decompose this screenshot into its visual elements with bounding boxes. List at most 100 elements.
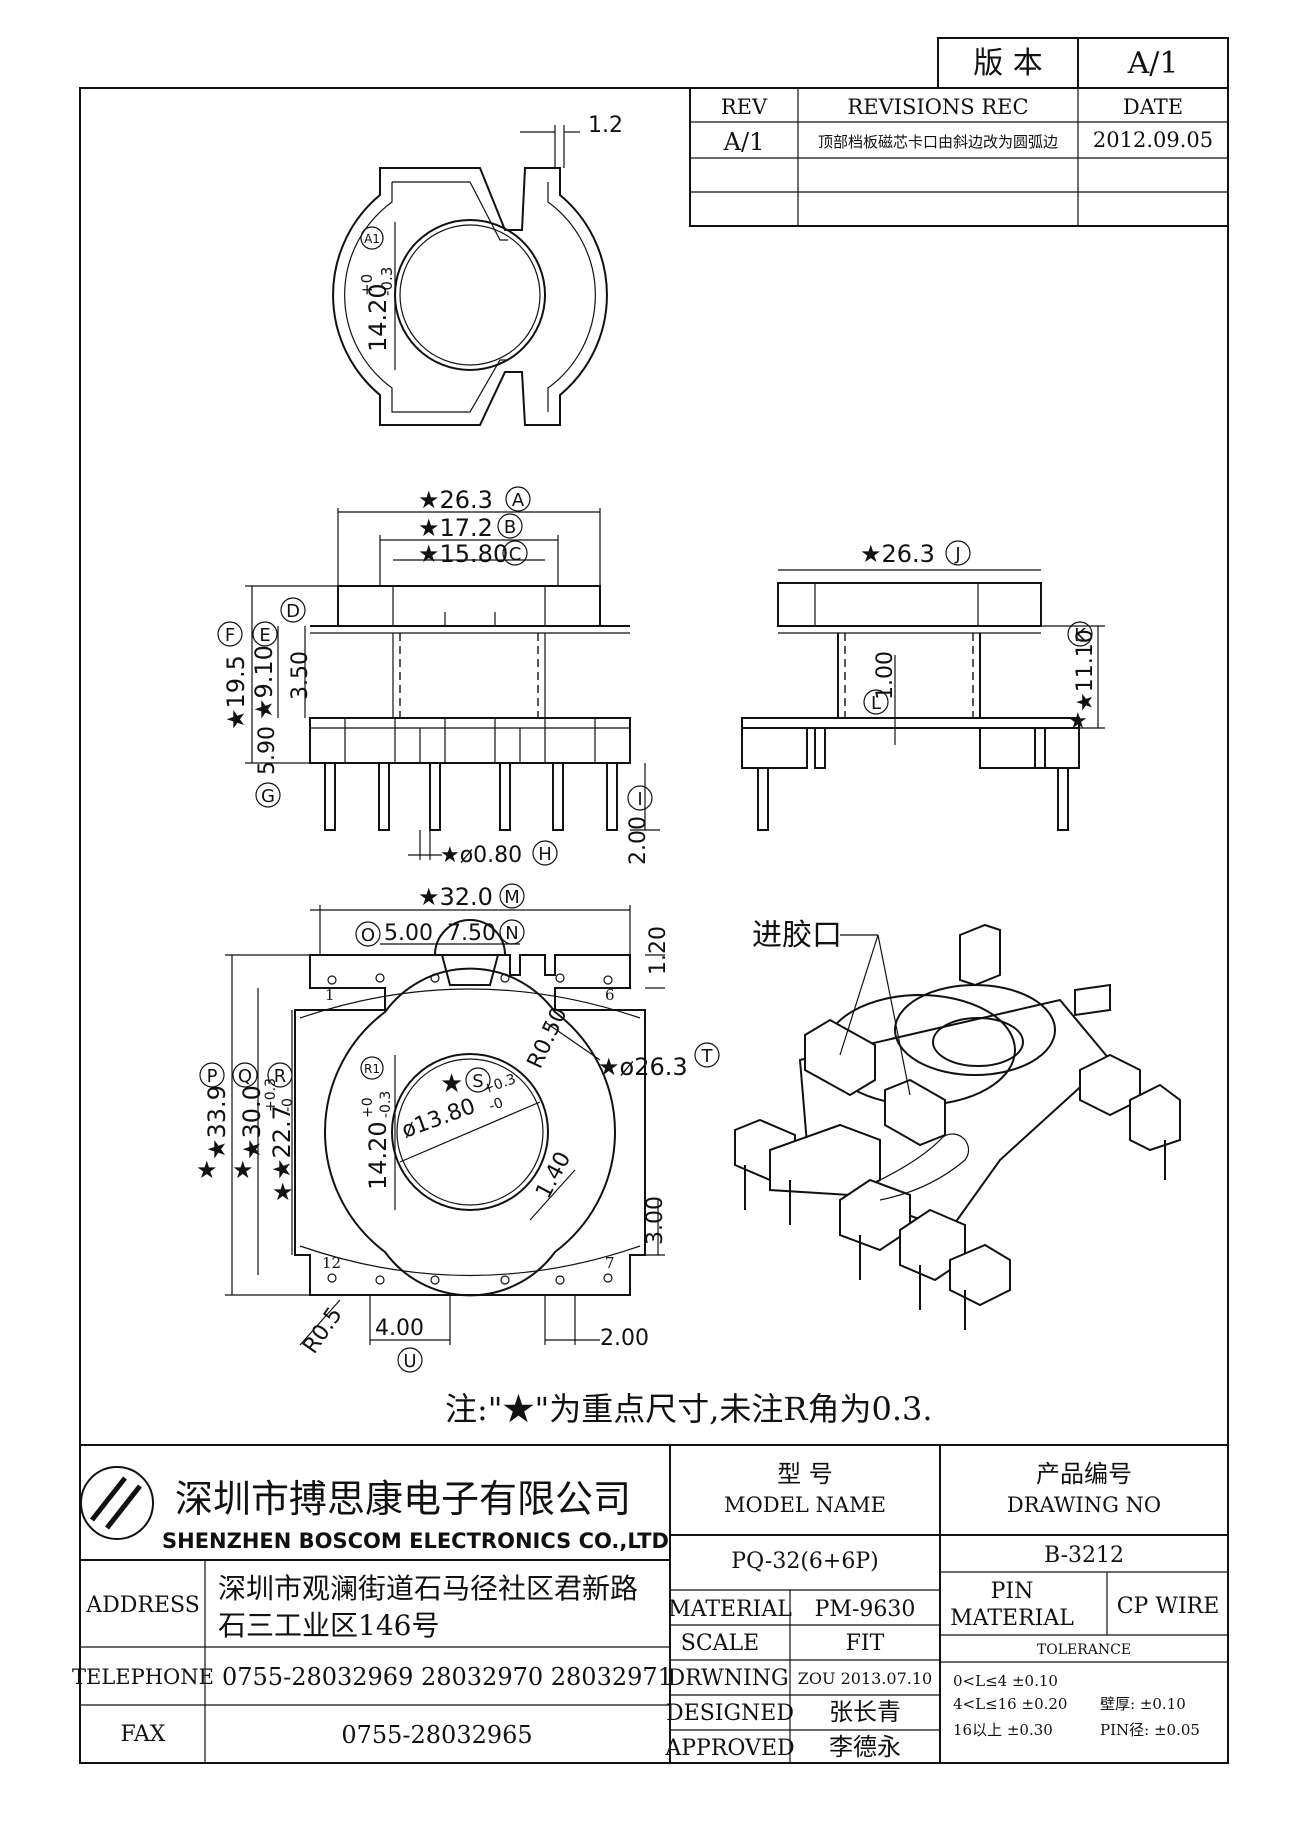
rev-cell: A/1 bbox=[723, 128, 765, 156]
tag-H: H bbox=[538, 844, 552, 865]
star-Q: ★ bbox=[232, 1156, 254, 1184]
company-name-en: SHENZHEN BOSCOM ELECTRONICS CO.,LTD bbox=[162, 1529, 669, 1553]
dim-O: 5.00 bbox=[384, 921, 433, 946]
telephone-label: TELEPHONE bbox=[72, 1665, 214, 1689]
tag-O: O bbox=[361, 925, 375, 946]
tag-S: S bbox=[472, 1071, 483, 1092]
address-line-1: 深圳市观澜街道石马径社区君新路 bbox=[218, 1572, 638, 1605]
model-name-en: MODEL NAME bbox=[724, 1493, 886, 1517]
tag-G: G bbox=[261, 786, 275, 807]
star-K: ★ bbox=[1068, 709, 1088, 734]
tag-D: D bbox=[286, 601, 300, 622]
pin-material-label-2: MATERIAL bbox=[950, 1606, 1074, 1631]
approved-label: APPROVED bbox=[664, 1736, 794, 1761]
star-P: ★ bbox=[196, 1156, 218, 1184]
fax-label: FAX bbox=[121, 1722, 166, 1747]
telephone-value: 0755-28032969 28032970 28032971 bbox=[222, 1663, 673, 1691]
rev-header: REV bbox=[721, 95, 768, 119]
drawing-value: ZOU 2013.07.10 bbox=[798, 1669, 932, 1688]
tag-K: K bbox=[1074, 625, 1087, 646]
iso-label: 进胶口 bbox=[752, 918, 842, 953]
tag-E: E bbox=[259, 625, 270, 646]
dim-S: ø13.80 bbox=[399, 1094, 479, 1144]
dim-T: ★ø26.3 bbox=[598, 1053, 688, 1081]
dim-G: 5.90 bbox=[255, 726, 280, 775]
tolerance-2: 4<L≤16 ±0.20 bbox=[953, 1695, 1067, 1713]
title-block: 深圳市搏思康电子有限公司 SHENZHEN BOSCOM ELECTRONICS… bbox=[72, 1444, 1228, 1763]
company-logo bbox=[80, 1466, 154, 1540]
dim-H: ★ø0.80 bbox=[440, 843, 522, 868]
drawing-no-value: B-3212 bbox=[1044, 1543, 1124, 1568]
tag-R1: R1 bbox=[364, 1062, 380, 1076]
tag-I: I bbox=[637, 789, 642, 810]
drawing-no-cn: 产品编号 bbox=[1036, 1460, 1132, 1488]
tag-T: T bbox=[701, 1046, 714, 1067]
dim-bottom-bore-tol-lower: -0.3 bbox=[378, 1091, 394, 1118]
fax-value: 0755-28032965 bbox=[341, 1721, 532, 1749]
tag-L: L bbox=[871, 693, 881, 714]
sheet-border bbox=[79, 87, 1229, 1764]
pin-material-value: CP WIRE bbox=[1117, 1594, 1220, 1619]
pin-7: 7 bbox=[605, 1254, 615, 1272]
dim-top-bore-tol-upper: +0 bbox=[358, 274, 376, 296]
dim-top-bore: 14.20 bbox=[364, 283, 392, 352]
dim-wall: 1.2 bbox=[588, 113, 623, 138]
scale-value: FIT bbox=[846, 1631, 885, 1656]
pin-1: 1 bbox=[325, 986, 335, 1004]
bottom-view: ★32.0 M O 5.00 7.50 N 1.20 ★33.9 P ★ ★30… bbox=[196, 883, 720, 1373]
dim-R-tol-lower: -0 bbox=[280, 1098, 296, 1112]
dim-120: 1.20 bbox=[646, 926, 671, 975]
star-S: ★ bbox=[440, 1069, 463, 1099]
dim-U: 4.00 bbox=[375, 1316, 424, 1341]
pin-material-label-1: PIN bbox=[991, 1579, 1034, 1604]
top-view: 1.2 14.20 +0 -0.3 A1 bbox=[332, 113, 623, 426]
dim-A: ★26.3 bbox=[418, 486, 493, 514]
star-R: ★ bbox=[272, 1178, 294, 1206]
date-header: DATE bbox=[1123, 95, 1183, 119]
dim-M: ★32.0 bbox=[418, 883, 493, 911]
tolerance-3: 16以上 ±0.30 bbox=[953, 1721, 1053, 1739]
dim-S-tol-lower: -0 bbox=[487, 1095, 506, 1115]
dim-K: ★11.10 bbox=[1073, 629, 1098, 712]
tolerance-label: TOLERANCE bbox=[1037, 1642, 1131, 1658]
tag-B: B bbox=[504, 517, 516, 538]
pin-12: 12 bbox=[322, 1254, 341, 1272]
side-view: ★26.3 J ★11.10 K ★ 1.00 L bbox=[741, 540, 1105, 831]
company-name-cn: 深圳市搏思康电子有限公司 bbox=[175, 1477, 631, 1521]
tag-F: F bbox=[225, 625, 235, 646]
tag-A1: A1 bbox=[364, 232, 380, 246]
drawing-label: DRWNING bbox=[667, 1666, 788, 1691]
material-value: PM-9630 bbox=[815, 1597, 916, 1622]
model-value: PQ-32(6+6P) bbox=[731, 1549, 878, 1574]
version-label: 版 本 bbox=[973, 46, 1043, 81]
dim-top-bore-tol-lower: -0.3 bbox=[378, 267, 396, 296]
dim-bottom-bore-tol-upper: +0 bbox=[360, 1097, 376, 1118]
dim-B: ★17.2 bbox=[418, 514, 493, 542]
dim-P: ★33.9 bbox=[203, 1085, 231, 1160]
tag-P: P bbox=[207, 1066, 218, 1087]
tag-Q: Q bbox=[238, 1066, 252, 1087]
address-line-2: 石三工业区146号 bbox=[218, 1609, 439, 1642]
tag-A: A bbox=[512, 490, 525, 511]
tag-N: N bbox=[505, 923, 518, 944]
approved-value: 李德永 bbox=[829, 1733, 901, 1761]
tag-C: C bbox=[509, 544, 522, 565]
dim-C: ★15.80 bbox=[418, 540, 508, 568]
dim-S-tol-upper: +0.3 bbox=[481, 1071, 518, 1098]
tolerance-2b: 壁厚: ±0.10 bbox=[1100, 1695, 1186, 1713]
address-label: ADDRESS bbox=[85, 1593, 200, 1618]
tolerance-1: 0<L≤4 ±0.10 bbox=[953, 1672, 1058, 1690]
tolerance-3b: PIN径: ±0.05 bbox=[1100, 1721, 1200, 1739]
tag-M: M bbox=[504, 887, 520, 908]
dim-350: 3.50 bbox=[288, 651, 313, 700]
version-value: A/1 bbox=[1127, 46, 1179, 81]
tag-R: R bbox=[274, 1066, 287, 1087]
scale-label: SCALE bbox=[681, 1631, 759, 1656]
material-label: MATERIAL bbox=[668, 1597, 792, 1622]
dim-bottom-bore: 14.20 bbox=[364, 1121, 392, 1190]
dim-R: ★22.7 bbox=[268, 1105, 296, 1180]
dim-Q: ★30.0 bbox=[238, 1085, 266, 1160]
drawing-no-en: DRAWING NO bbox=[1007, 1493, 1161, 1517]
dim-L: 1.00 bbox=[873, 651, 898, 700]
dim-I: 2.00 bbox=[626, 816, 651, 865]
